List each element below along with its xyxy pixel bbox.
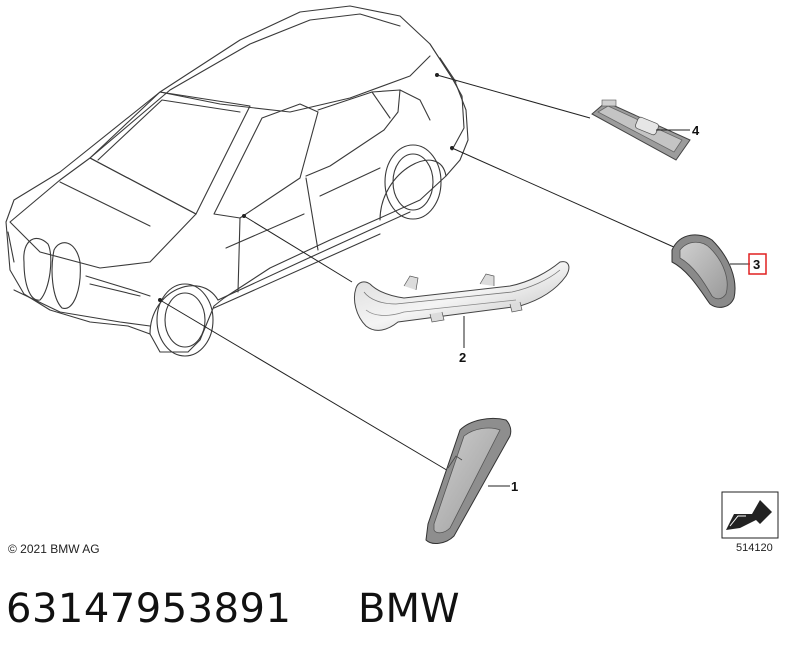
folded-page-arrow-icon [721, 491, 779, 539]
part-4-licence-plate-light[interactable]: 4 [591, 99, 700, 161]
leader-dots [158, 73, 454, 302]
brand-name: BMW [358, 586, 460, 632]
part-1-side-reflector-front[interactable]: 1 [425, 417, 518, 544]
part-3-side-reflector-rear[interactable]: 3 [671, 234, 767, 308]
callout-3[interactable]: 3 [753, 257, 760, 272]
callout-4[interactable]: 4 [692, 123, 700, 138]
part-number: 63147953891 [6, 586, 292, 632]
diagram-code: 514120 [736, 542, 773, 554]
leader-lines [159, 74, 677, 473]
vehicle-outline [5, 5, 469, 357]
callout-3-highlight-box [748, 253, 767, 275]
part-2-mirror-turn-indicator[interactable]: 2 [353, 261, 570, 365]
callout-2[interactable]: 2 [459, 350, 466, 365]
callout-1[interactable]: 1 [511, 479, 518, 494]
copyright-notice: © 2021 BMW AG [8, 542, 100, 556]
